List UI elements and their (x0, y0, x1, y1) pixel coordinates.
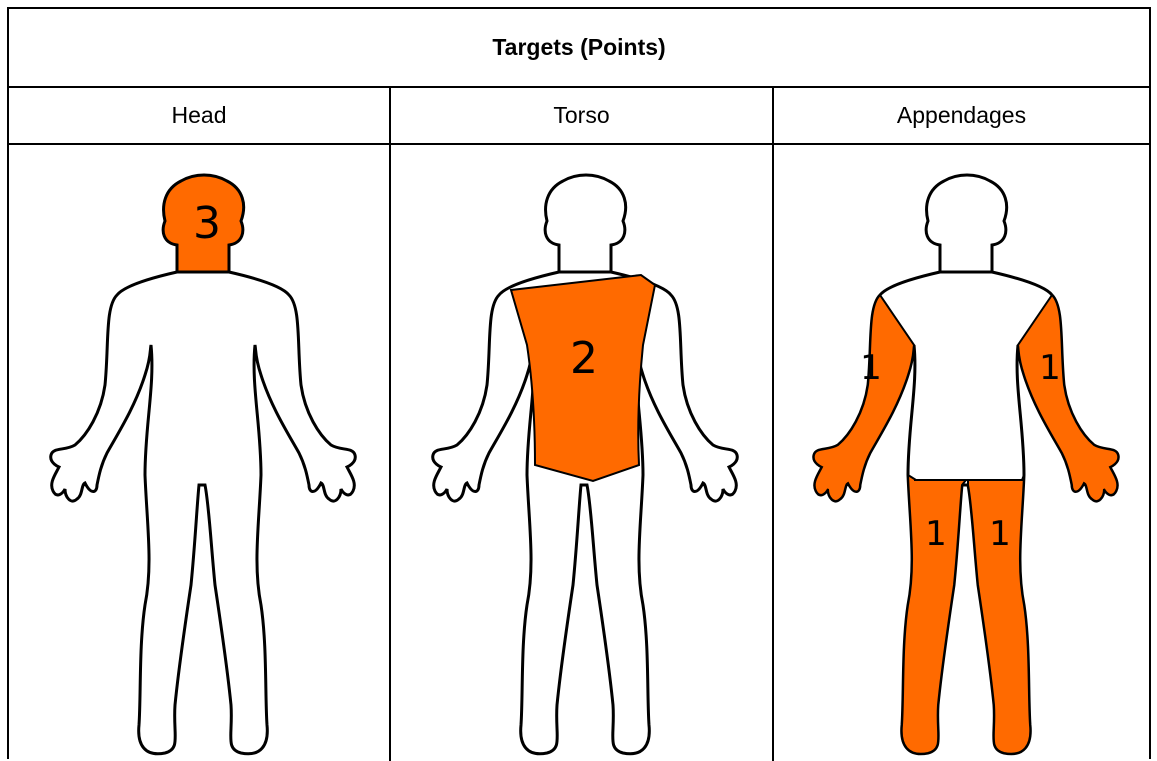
head-outline (545, 175, 625, 272)
head-target-cell: 3 (9, 145, 391, 761)
head-points-label: 3 (193, 198, 221, 249)
head-outline (926, 175, 1006, 272)
appendages-target-figure: 1 1 1 1 (774, 145, 1149, 761)
torso-target-figure: 2 (391, 145, 772, 761)
figure-row: 3 2 (9, 145, 1149, 761)
left-arm-points-label: 1 (860, 348, 882, 388)
head-target-figure: 3 (9, 145, 389, 761)
body-outline (814, 272, 1119, 754)
body-outline (51, 272, 356, 754)
left-leg-points-label: 1 (925, 514, 947, 554)
right-leg-points-label: 1 (989, 514, 1011, 554)
targets-table: Targets (Points) Head Torso Appendages 3 (7, 7, 1151, 759)
column-header-head: Head (9, 88, 391, 143)
column-header-appendages: Appendages (774, 88, 1149, 143)
torso-target-cell: 2 (391, 145, 774, 761)
table-title: Targets (Points) (9, 9, 1149, 88)
torso-points-label: 2 (570, 333, 598, 384)
right-arm-points-label: 1 (1039, 348, 1061, 388)
column-header-torso: Torso (391, 88, 774, 143)
column-header-row: Head Torso Appendages (9, 88, 1149, 145)
appendages-target-cell: 1 1 1 1 (774, 145, 1149, 761)
